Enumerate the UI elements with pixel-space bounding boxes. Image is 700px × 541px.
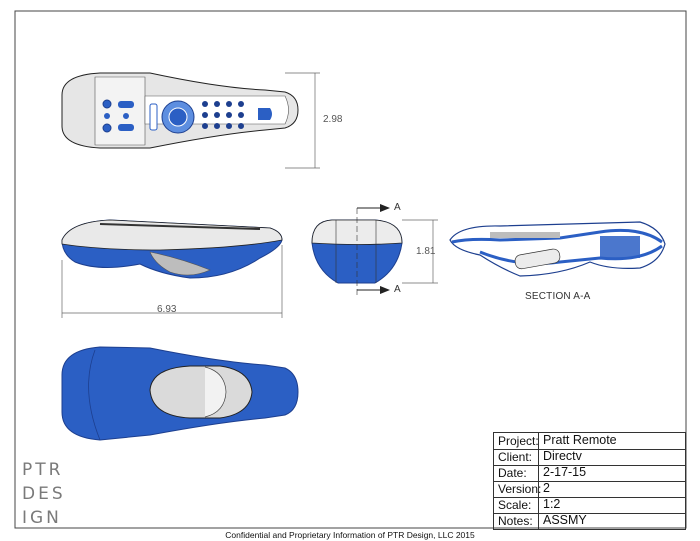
title-block-row-scale: Scale: 1:2: [494, 497, 685, 514]
title-block: Project: Pratt Remote Client: Directv Da…: [493, 432, 686, 530]
scale-label: Scale:: [498, 498, 532, 512]
logo-line: DES: [22, 484, 66, 504]
logo-line: IGN: [22, 508, 62, 528]
title-block-row-notes: Notes: ASSMY: [494, 513, 685, 529]
client-label: Client:: [498, 450, 533, 464]
ptr-design-logo: PTR DES IGN: [22, 458, 68, 530]
bottom-view: [61, 346, 299, 441]
top-view: [61, 72, 299, 149]
notes-label: Notes:: [498, 514, 533, 528]
date-label: Date:: [498, 466, 527, 480]
section-arrows: [357, 204, 390, 294]
scale-value: 1:2: [543, 497, 561, 511]
title-block-row-version: Version: 2: [494, 481, 685, 498]
notes-value: ASSMY: [543, 513, 587, 527]
title-block-row-date: Date: 2-17-15: [494, 465, 685, 482]
project-label: Project:: [498, 434, 539, 448]
project-value: Pratt Remote: [543, 433, 617, 447]
version-label: Version:: [498, 482, 542, 496]
dimension-length-label: 6.93: [157, 304, 177, 315]
date-value: 2-17-15: [543, 465, 587, 479]
client-value: Directv: [543, 449, 582, 463]
version-value: 2: [543, 481, 550, 495]
dimension-thickness: [402, 219, 438, 284]
logo-line: PTR: [22, 460, 64, 480]
section-marker-bottom: A: [394, 284, 401, 295]
dimension-height: [285, 72, 320, 169]
section-marker-top: A: [394, 202, 401, 213]
title-block-row-client: Client: Directv: [494, 449, 685, 466]
front-view: [311, 208, 403, 296]
title-block-row-project: Project: Pratt Remote: [494, 433, 685, 450]
section-label: SECTION A-A: [525, 291, 591, 302]
side-view: [61, 219, 283, 279]
section-view: [449, 221, 666, 277]
dimension-height-label: 2.98: [323, 114, 343, 125]
dimension-thickness-label: 1.81: [416, 246, 436, 257]
confidentiality-footer: Confidential and Proprietary Information…: [225, 530, 475, 540]
sheet-border: [14, 10, 687, 529]
dimension-length: [61, 245, 283, 318]
